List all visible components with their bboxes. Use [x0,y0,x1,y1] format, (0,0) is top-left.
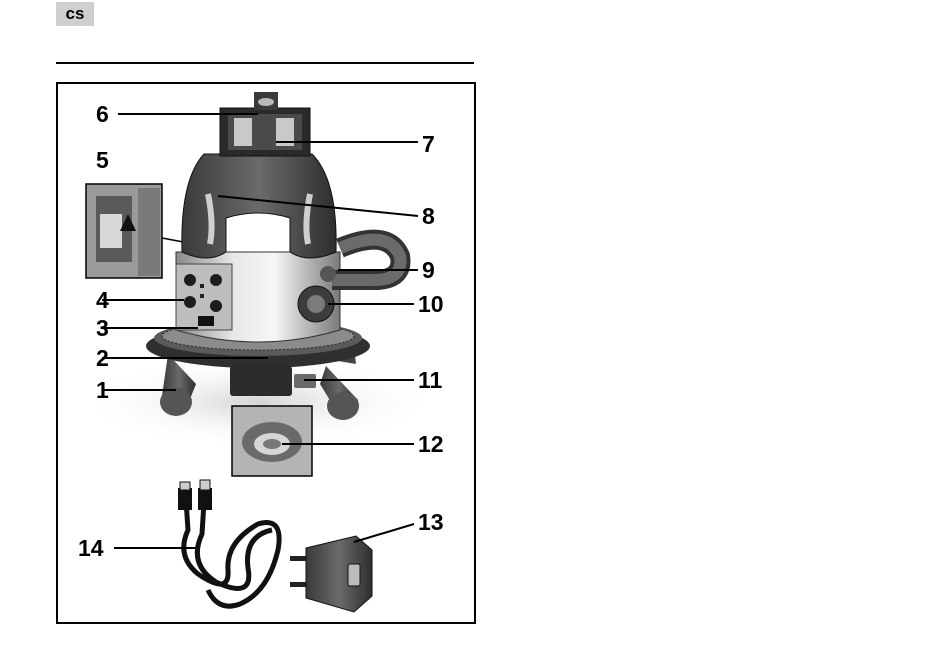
callout-5: 5 [96,147,109,173]
callout-2: 2 [96,345,109,371]
laser-head [220,92,310,156]
language-badge: cs [56,2,94,26]
callout-11: 11 [418,367,443,393]
control-panel [176,264,232,330]
clamp [230,366,292,396]
callout-8: 8 [422,203,435,229]
callout-13: 13 [418,509,444,535]
product-illustration: 6 7 5 8 9 4 10 3 2 11 1 12 13 14 [58,84,474,622]
callout-7: 7 [422,131,435,157]
callout-12: 12 [418,431,444,457]
callout-4: 4 [96,287,109,313]
callout-6: 6 [96,101,109,127]
usb-cable [178,480,279,606]
product-figure: 6 7 5 8 9 4 10 3 2 11 1 12 13 14 [56,82,476,624]
callout-3: 3 [96,315,109,341]
charger [290,536,372,612]
callout-14: 14 [78,535,104,561]
callout-9: 9 [422,257,435,283]
tripod-thread-inset [232,406,312,476]
callout-10: 10 [418,291,444,317]
header-rule [56,62,474,64]
callout-1: 1 [96,377,109,403]
